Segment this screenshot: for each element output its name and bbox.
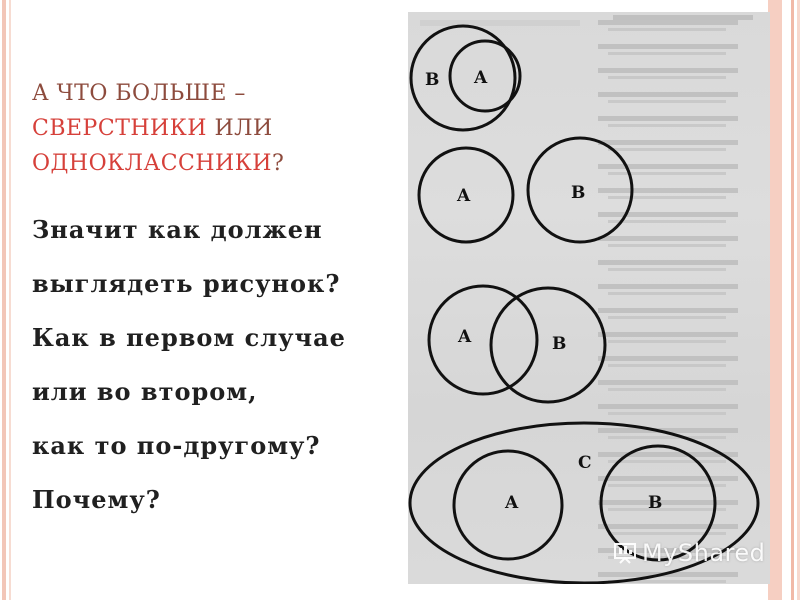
right-edge-bar-outer [797, 0, 800, 600]
euler-diagram-scan: B A A B A B C A B [408, 12, 770, 584]
label-b-case2: B [571, 183, 585, 203]
title-accent-peers: СВЕРСТНИКИ [32, 116, 207, 141]
title-line-1: А ЧТО БОЛЬШЕ – [32, 81, 246, 106]
circle-a-inner [448, 39, 522, 113]
circle-a-disjoint [417, 146, 515, 244]
label-a-case4: A [504, 493, 519, 513]
slide-body: Значит как должен выглядеть рисунок? Как… [32, 203, 417, 527]
diagram-case-subset: B A [409, 24, 522, 132]
title-line-3-rest: ? [271, 151, 285, 176]
euler-diagram: B A A B A B C A B [408, 24, 760, 584]
label-a-case1: A [473, 68, 488, 88]
circle-a-in-c [452, 449, 564, 561]
diagram-case-intersecting: A B [427, 284, 607, 404]
title-line-2-rest: ИЛИ [206, 116, 273, 141]
right-edge-bar-thin [791, 0, 794, 600]
left-edge-bar-thin [9, 0, 11, 600]
circle-b-in-c [599, 444, 717, 562]
label-a-case2: A [456, 186, 471, 206]
body-line: выглядеть рисунок? [32, 269, 341, 298]
ellipse-c [408, 421, 760, 584]
right-edge-bar [768, 0, 782, 600]
circle-b-intersecting [489, 286, 607, 404]
presentation-screen-icon [614, 543, 636, 564]
slide-title: А ЧТО БОЛЬШЕ – СВЕРСТНИКИ ИЛИ ОДНОКЛАССН… [32, 76, 422, 181]
title-accent-classmates: ОДНОКЛАССНИКИ [32, 151, 272, 176]
body-line: Почему? [32, 485, 161, 514]
label-b-case4: B [648, 493, 662, 513]
label-c-case4: C [578, 453, 592, 473]
body-line: как то по-другому? [32, 431, 321, 460]
label-b-case3: B [552, 334, 566, 354]
body-line: Значит как должен [32, 215, 323, 244]
watermark-brand: MyShared [642, 539, 766, 567]
circle-b-disjoint [526, 136, 634, 244]
myshared-watermark: MyShared [612, 537, 765, 569]
body-line: Как в первом случае [32, 323, 346, 352]
diagram-case-both-inside-c: C A B [408, 421, 760, 584]
diagram-case-disjoint: A B [417, 136, 634, 244]
left-edge-bar [2, 0, 6, 600]
label-a-case3: A [457, 327, 472, 347]
label-b-case1: B [425, 70, 439, 90]
circle-a-intersecting [427, 284, 539, 396]
circle-b-outer [409, 24, 517, 132]
body-line: или во втором, [32, 377, 258, 406]
